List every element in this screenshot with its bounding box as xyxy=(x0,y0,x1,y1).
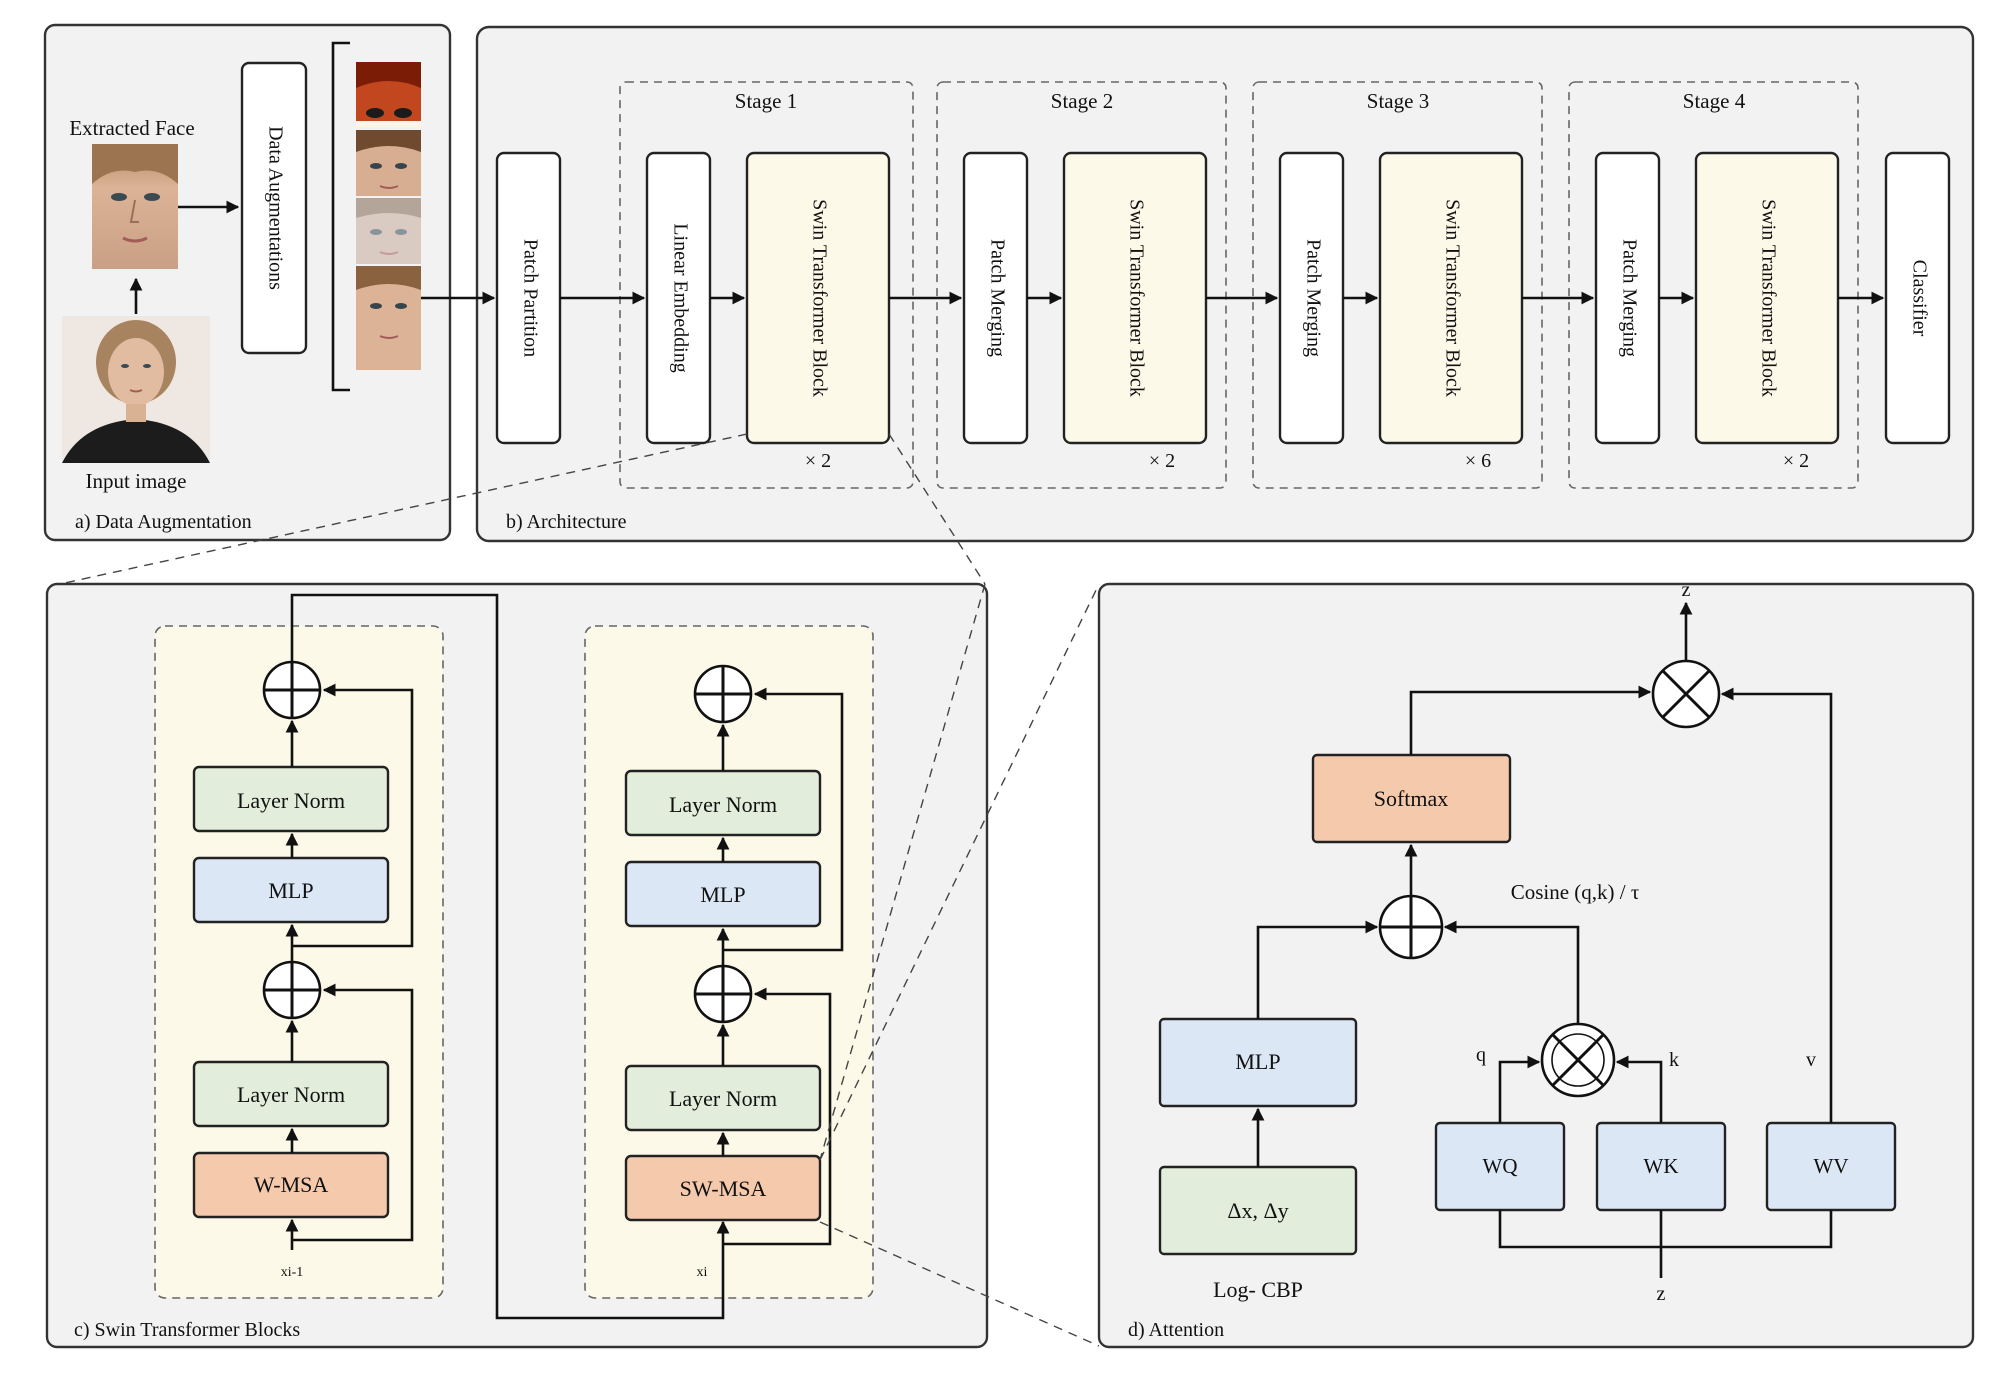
z-output-label: z xyxy=(1682,579,1691,601)
mlp-to-add xyxy=(1256,920,1379,1019)
augment-bracket xyxy=(331,41,350,392)
wq-label: WQ xyxy=(1483,1154,1518,1178)
stage-3-repeat: × 6 xyxy=(1465,450,1491,472)
v-to-multiply xyxy=(1720,687,1833,1123)
zoom-connector-lines xyxy=(59,433,1100,1347)
wv-label: WV xyxy=(1814,1154,1849,1178)
right-layer-norm-top-label: Layer Norm xyxy=(669,792,777,817)
stage-2-frame xyxy=(936,81,1227,489)
augmented-face-4 xyxy=(356,266,421,370)
w-msa-label: W-MSA xyxy=(254,1172,329,1197)
left-input-label: xi-1 xyxy=(281,1265,304,1280)
input-image-label: Input image xyxy=(86,469,187,493)
zoom-line-to-sw-msa xyxy=(819,583,986,1161)
panel-swin-transformer-blocks: Layer Norm MLP Layer Norm W-MSA xi-1 Lay… xyxy=(45,582,989,1349)
q-label: q xyxy=(1476,1044,1486,1066)
z-input-label: z xyxy=(1657,1283,1666,1305)
zoom-line-left xyxy=(59,433,748,585)
input-image xyxy=(62,316,210,463)
classifier-label: Classifier xyxy=(1908,260,1930,337)
stage-1-frame xyxy=(619,81,914,489)
swin-block-label-stage-2: Swin Transformer Block xyxy=(1125,199,1147,397)
right-residual-2 xyxy=(723,687,844,952)
panel-architecture: Stage 1 Stage 2 Stage 3 Stage 4 Patch Pa… xyxy=(421,25,1975,543)
right-mlp-label: MLP xyxy=(700,882,745,907)
patch-partition-label: Patch Partition xyxy=(519,239,541,357)
softmax-label: Softmax xyxy=(1374,786,1449,811)
patch-merging-label-stage-4: Patch Merging xyxy=(1618,239,1640,357)
panel-a-caption: a) Data Augmentation xyxy=(75,511,252,533)
right-input-label: xi xyxy=(697,1265,708,1280)
augmented-face-1 xyxy=(356,62,421,127)
right-layer-norm-bottom-label: Layer Norm xyxy=(669,1086,777,1111)
sw-msa-label: SW-MSA xyxy=(680,1176,767,1201)
z-input-bus xyxy=(1498,1210,1833,1249)
classifier-box xyxy=(1884,151,1951,445)
linear-embedding-label: Linear Embedding xyxy=(669,223,691,372)
wk-label: WK xyxy=(1644,1154,1679,1178)
data-augmentations-box xyxy=(240,61,308,355)
q-to-multiply xyxy=(1498,1055,1541,1123)
stage-3-title: Stage 3 xyxy=(1367,89,1429,113)
panel-b-caption: b) Architecture xyxy=(506,511,627,533)
right-residual-1 xyxy=(723,987,832,1246)
k-to-multiply xyxy=(1615,1055,1663,1123)
zoom-line-to-attention-bottom xyxy=(819,1221,1100,1347)
stage-4-frame xyxy=(1568,81,1859,489)
stage-1-repeat: × 2 xyxy=(805,450,831,472)
panel-data-augmentation: Extracted Face Input image Data Augmenta… xyxy=(43,23,452,542)
patch-merging-label-stage-2: Patch Merging xyxy=(986,239,1008,357)
augmented-face-2 xyxy=(356,130,421,196)
stage-4-repeat: × 2 xyxy=(1783,450,1809,472)
cosine-label: Cosine (q,k) / τ xyxy=(1511,880,1640,904)
inter-block-connector xyxy=(290,593,730,1320)
panel-d-caption: d) Attention xyxy=(1128,1319,1224,1341)
data-augmentations-label: Data Augmentations xyxy=(264,126,286,290)
position-mlp-label: MLP xyxy=(1235,1049,1280,1074)
left-mlp-label: MLP xyxy=(268,878,313,903)
qk-to-add xyxy=(1443,920,1580,1024)
left-residual-2 xyxy=(292,683,414,948)
zoom-line-right xyxy=(888,433,986,585)
left-residual-1 xyxy=(292,983,414,1242)
swin-block-label-stage-1: Swin Transformer Block xyxy=(808,199,830,397)
extracted-face-image xyxy=(92,144,178,269)
delta-xy-label: Δx, Δy xyxy=(1227,1198,1288,1223)
stage-3-frame xyxy=(1252,81,1543,489)
stage-2-title: Stage 2 xyxy=(1051,89,1113,113)
zoom-line-to-attention-top xyxy=(819,583,1100,1161)
panel-attention: Softmax MLP Δx, Δy Log- CBP WQ WK WV Cos… xyxy=(1097,579,1975,1349)
stage-1-title: Stage 1 xyxy=(735,89,797,113)
extracted-face-label: Extracted Face xyxy=(69,116,194,140)
swin-block-label-stage-4: Swin Transformer Block xyxy=(1757,199,1779,397)
log-cbp-label: Log- CBP xyxy=(1213,1277,1303,1302)
left-layer-norm-bottom-label: Layer Norm xyxy=(237,1082,345,1107)
v-label: v xyxy=(1806,1049,1816,1071)
stage-4-title: Stage 4 xyxy=(1683,89,1746,113)
softmax-to-multiply xyxy=(1409,685,1652,755)
panel-c-caption: c) Swin Transformer Blocks xyxy=(74,1319,300,1341)
swin-block-label-stage-3: Swin Transformer Block xyxy=(1441,199,1463,397)
k-label: k xyxy=(1669,1049,1679,1071)
left-layer-norm-top-label: Layer Norm xyxy=(237,788,345,813)
patch-merging-label-stage-3: Patch Merging xyxy=(1302,239,1324,357)
augmented-face-3 xyxy=(356,198,421,264)
stage-2-repeat: × 2 xyxy=(1149,450,1175,472)
